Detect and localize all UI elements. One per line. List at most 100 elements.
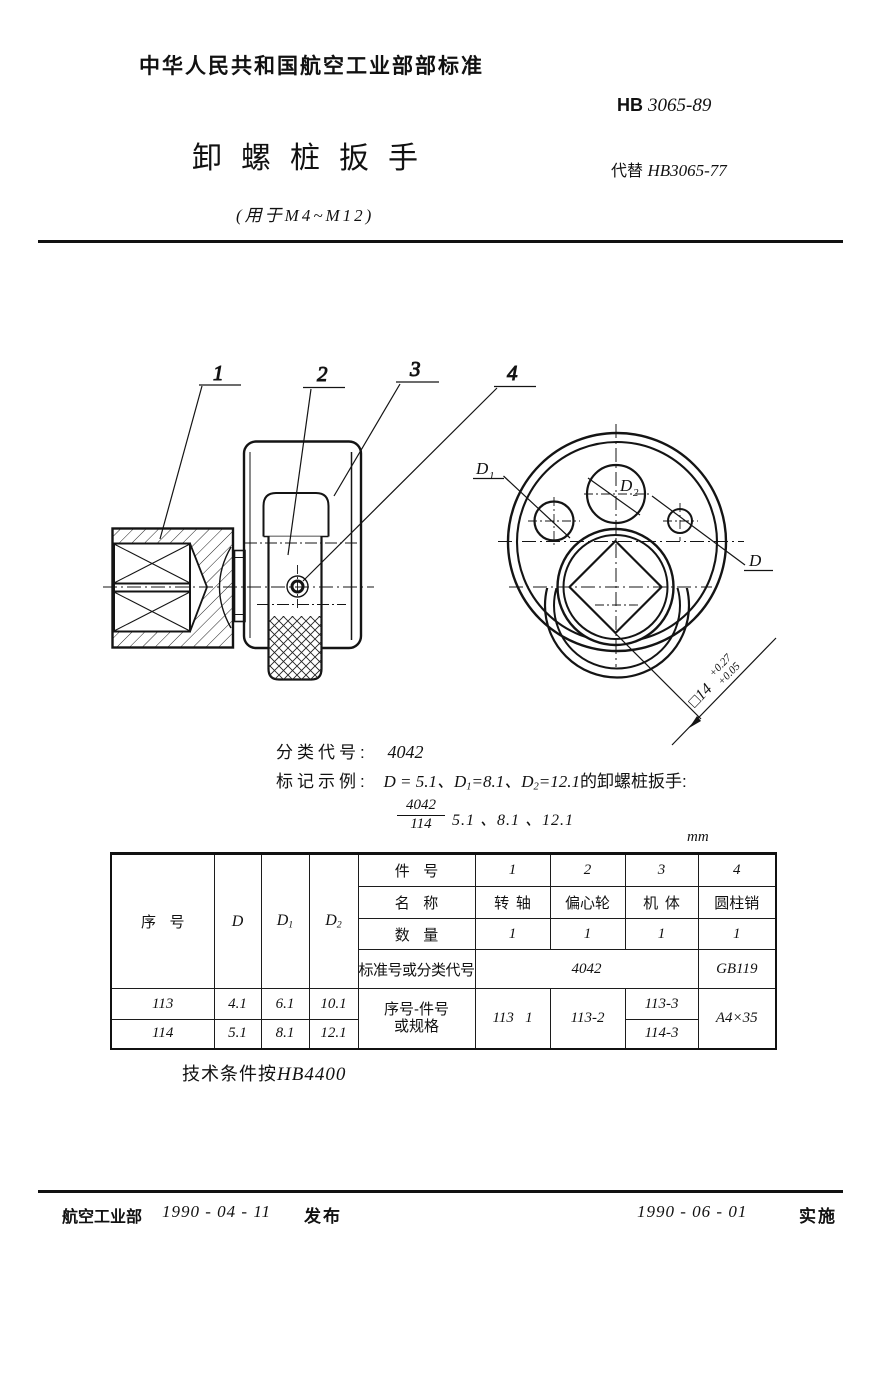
d1-label-sub: 1: [489, 470, 495, 482]
name-1: 转轴: [474, 886, 551, 919]
qty-4: 1: [697, 918, 777, 950]
qty-3: 1: [624, 918, 699, 950]
header-d2-main: D: [325, 912, 337, 930]
spec-part-2: 113-2: [549, 988, 626, 1049]
cavity-slot-lines: [114, 582, 190, 593]
eccentric-outer-arc: [543, 588, 691, 679]
qty-1: 1: [474, 918, 551, 950]
d-114: 5.1: [213, 1019, 262, 1049]
d2-114: 12.1: [308, 1019, 359, 1049]
callout-1-label: 1: [213, 361, 224, 385]
label-spec-line2: 或规格: [394, 1018, 440, 1036]
callout-3-label: 3: [409, 357, 421, 381]
header-serial: 序号: [110, 853, 215, 989]
d2-diameter-line: [587, 477, 641, 516]
header-d: D: [213, 853, 262, 989]
name-4: 圆柱销: [697, 886, 777, 919]
standard-number-prefix: HB: [617, 95, 643, 115]
table-row-name: 名称 转轴 偏心轮 机体 圆柱销: [111, 886, 777, 919]
example-sub1: 1: [466, 781, 472, 793]
header-d1: D1: [260, 853, 310, 989]
scope-note: (用于M4~M12): [236, 206, 375, 225]
hatch-top-band: [112, 528, 233, 543]
part-no-2: 2: [549, 853, 626, 887]
qty-2: 1: [549, 918, 626, 950]
hatch-bottom-band: [112, 632, 233, 647]
square-dim-value: □14: [685, 681, 715, 711]
side-view: [103, 440, 374, 681]
d-113: 4.1: [213, 988, 262, 1020]
marking-example-suffix: 的卸螺桩扳手:: [580, 772, 687, 791]
d2-113: 10.1: [308, 988, 359, 1020]
header-d2-sub: 2: [336, 919, 342, 931]
table-row-114: 114 5.1 8.1 12.1 114-3: [110, 1019, 776, 1049]
d1-114: 8.1: [260, 1019, 310, 1049]
standard-number: HB 3065-89: [617, 95, 711, 117]
callout-3-leader: [333, 383, 401, 497]
callout-4-label: 4: [507, 361, 518, 385]
part-no-4: 4: [697, 853, 777, 887]
socket-curve: [218, 546, 232, 629]
eccentric-inner-arc: [553, 588, 681, 670]
std-parts-123: 4042: [474, 949, 699, 989]
footer-implement-date: 1990 - 06 - 01: [637, 1202, 748, 1221]
label-spec: 序号-件号 或规格: [357, 988, 476, 1049]
header-d1-main: D: [276, 912, 289, 930]
marking-example-line: 标记示例: D = 5.1、D1=8.1、D2=12.1的卸螺桩扳手:: [276, 767, 687, 793]
example-sub2: 2: [533, 781, 539, 793]
callout-2-leader: [287, 388, 312, 556]
marking-example-formula: D = 5.1、D1=8.1、D2=12.1: [383, 772, 581, 793]
classification-label: 分类代号:: [276, 743, 369, 762]
header-d1-sub: 1: [288, 919, 294, 931]
standard-number-value: 3065-89: [648, 95, 712, 116]
table-row-part-no: 序号 D D1 D2 件号 1 2 3 4: [110, 853, 777, 989]
classification-line: 分类代号: 4042: [276, 738, 423, 763]
name-3: 机体: [624, 886, 699, 919]
spec-part-3-row2: 114-3: [624, 1019, 699, 1049]
square-hole: [567, 539, 664, 635]
spec-part-4: A4×35: [697, 988, 777, 1049]
designation-denominator: 114: [410, 816, 432, 832]
label-name: 名称: [357, 886, 476, 919]
label-spec-line1: 序号-件号: [384, 1001, 449, 1019]
tech-note-code: HB4400: [277, 1064, 347, 1085]
cavity-cross-lines: [113, 543, 191, 632]
front-view: [473, 424, 777, 746]
eccentric-wheel-arcs: [543, 588, 691, 679]
designation-fraction: 4042 114: [397, 797, 445, 833]
knurl-area: [268, 616, 322, 680]
label-std: 标准号或分类代号: [357, 949, 476, 989]
spec-part-1: 113 1: [474, 988, 551, 1049]
part-no-1: 1: [474, 853, 551, 887]
marking-example-label: 标记示例:: [276, 772, 369, 791]
classification-value: 4042: [387, 742, 424, 762]
header-rule: [38, 240, 843, 243]
d2-label-sub: 2: [633, 487, 639, 499]
socket-block-outline: [111, 527, 235, 649]
example-f3: =12.1: [538, 772, 581, 791]
example-f1: D = 5.1、D: [383, 772, 467, 791]
callout-1-leader: [159, 385, 203, 540]
technical-drawing: 1 2 3 4: [103, 357, 777, 746]
parts-table: 序号 D D1 D2 件号 1 2 3 4 名称 转轴 偏心轮 机体 圆柱销 数…: [110, 852, 778, 1050]
unit-label: mm: [687, 829, 709, 845]
replaces-number: HB3065-77: [647, 161, 727, 180]
footer-org: 航空工业部: [62, 1209, 143, 1226]
table-row-std: 标准号或分类代号 4042 GB119: [111, 949, 777, 989]
tech-note-text: 技术条件按: [182, 1064, 277, 1084]
spec-part-3-row1: 113-3: [624, 988, 699, 1020]
replaces-note: 代替 HB3065-77: [611, 157, 727, 181]
part-no-3: 3: [624, 853, 699, 887]
square-dim-line: [671, 637, 777, 746]
serial-114: 114: [110, 1019, 215, 1049]
d-leader: [651, 495, 746, 566]
serial-113: 113: [110, 988, 215, 1020]
label-part-no: 件号: [357, 853, 476, 887]
square-dim-extension-line: [615, 633, 702, 720]
footer-implement-label: 实施: [799, 1207, 837, 1226]
footer-release-label: 发布: [304, 1207, 342, 1226]
std-part-4: GB119: [697, 949, 777, 989]
label-qty: 数量: [357, 918, 476, 950]
replaces-label: 代替: [611, 163, 644, 180]
d1-label-main: D: [475, 459, 489, 478]
